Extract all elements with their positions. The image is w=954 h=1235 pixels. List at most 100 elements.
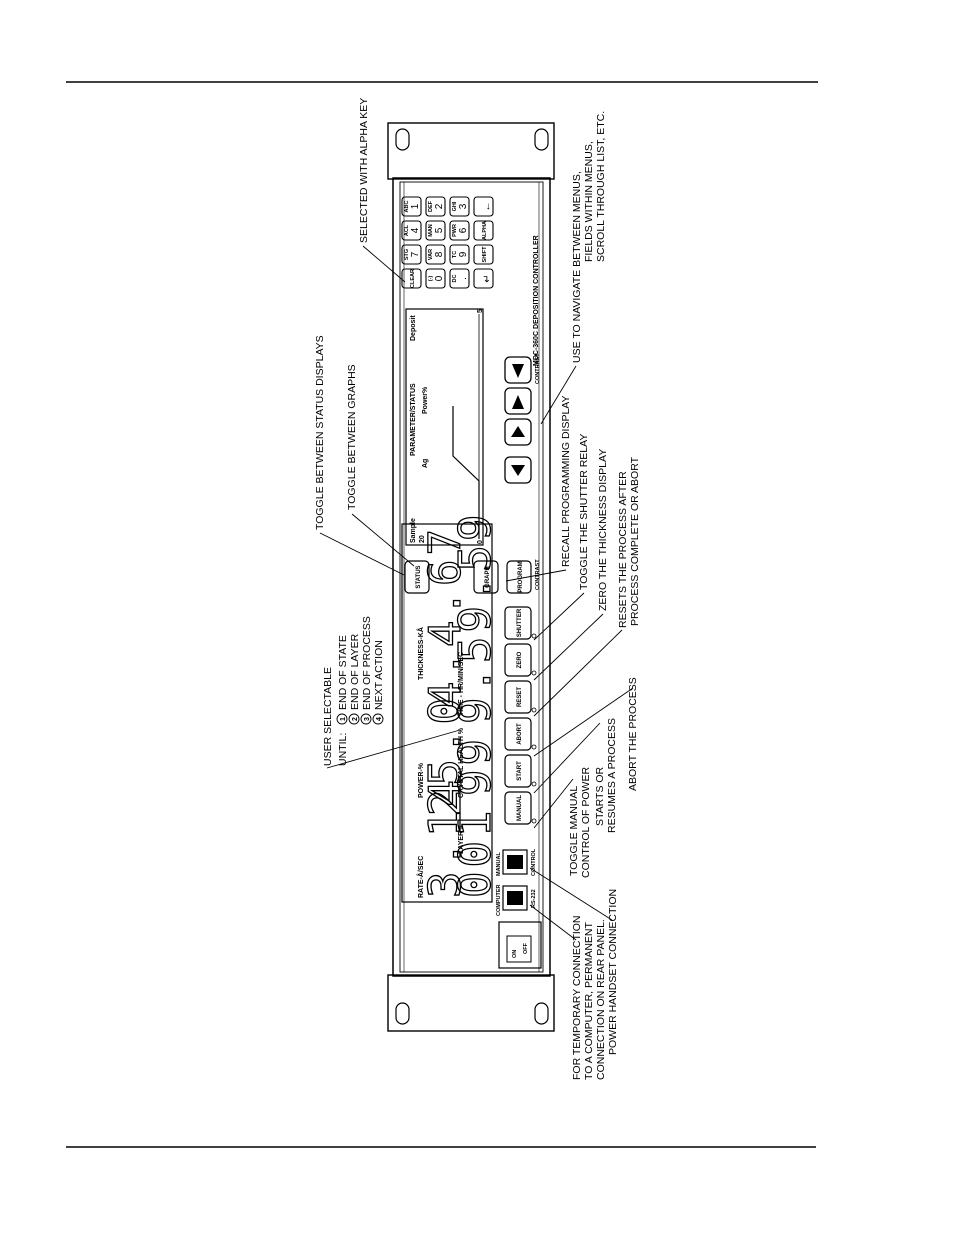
- anno-until: UNTIL:: [337, 733, 349, 766]
- anno-user-selectable-title: USER SELECTABLE: [322, 667, 334, 766]
- indicator-led: [531, 781, 537, 787]
- keypad-key[interactable]: ←: [473, 196, 494, 217]
- option-text: END OF LAYER: [349, 633, 361, 710]
- handset-port[interactable]: MANUAL CONTROL: [496, 848, 537, 876]
- lcd-power-label: Power%: [422, 386, 429, 414]
- keypad-key[interactable]: (-)0: [425, 268, 446, 289]
- keypad-key-alt-label: ABC: [404, 201, 410, 213]
- option-number-circle: [360, 713, 372, 725]
- control-button-shutter[interactable]: SHUTTER: [504, 606, 537, 640]
- crystal-value: 99: [450, 735, 501, 796]
- anno-navigate-3: SCROLL THROUGH LIST, ETC.: [595, 111, 607, 262]
- chassis: [392, 177, 551, 977]
- power-off-label: OFF: [523, 942, 529, 954]
- lcd-title: PARAMETER/STATUS: [410, 383, 417, 456]
- option-text: END OF STATE: [337, 635, 349, 710]
- keypad-key-label: .: [458, 277, 469, 280]
- option-text: NEXT ACTION: [373, 640, 385, 710]
- readout-window: [401, 523, 493, 903]
- keypad-key-alt-label: DC: [452, 275, 458, 283]
- anno-temporary-1: FOR TEMPORARY CONNECTION: [571, 915, 583, 1080]
- arrow-contrast-label: CONTRAST: [535, 353, 541, 384]
- anno-starts-2: RESUMES A PROCESS: [606, 718, 618, 833]
- arrow-key-down[interactable]: [504, 387, 532, 415]
- option-text: END OF PROCESS: [361, 616, 373, 710]
- keypad-key[interactable]: ↵: [473, 268, 494, 289]
- indicator-led: [531, 744, 537, 750]
- rate-label: RATE-Å/SEC: [416, 856, 425, 898]
- lcd-sample-label: Sample: [410, 518, 417, 543]
- program-label: PROGRAM: [518, 561, 524, 592]
- anno-toggle-manual-1: TOGGLE MANUAL: [568, 786, 580, 876]
- thickness-value: 4.4.67: [420, 525, 471, 708]
- control-button-abort[interactable]: ABORT: [504, 717, 537, 751]
- control-button-label: ABORT: [517, 723, 523, 745]
- power-switch[interactable]: ON OFF: [498, 921, 542, 969]
- option-number-circle: [336, 713, 348, 725]
- arrow-key-right[interactable]: [504, 418, 532, 446]
- anno-selected-alpha: SELECTED WITH ALPHA KEY: [358, 98, 370, 243]
- keypad-key[interactable]: DC.: [449, 268, 470, 289]
- keypad-key[interactable]: SHIFT: [473, 244, 494, 265]
- keypad-key-label: ALPHA: [482, 221, 488, 240]
- anno-toggle-graphs: TOGGLE BETWEEN GRAPHS: [346, 364, 358, 510]
- lcd-material: Ag: [422, 459, 429, 468]
- keypad-key-alt-label: VAR: [428, 249, 434, 260]
- time-value: 9.59.59: [450, 511, 501, 724]
- lcd-axis-start: 0: [477, 540, 484, 544]
- option-number-circle: [372, 713, 384, 725]
- keypad-key-alt-label: GHI: [452, 201, 458, 211]
- status-button[interactable]: STATUS: [404, 560, 430, 594]
- graph-button[interactable]: GRAPH: [473, 560, 499, 594]
- mount-slot: [534, 128, 549, 151]
- contrast-label: CONTRAST: [535, 559, 541, 590]
- layer-label: LAYER #: [458, 825, 465, 854]
- indicator-led: [531, 633, 537, 639]
- arrow-key-up[interactable]: [504, 356, 532, 384]
- control-button-zero[interactable]: ZERO: [504, 643, 537, 677]
- keypad-key-alt-label: (-): [428, 276, 434, 282]
- keypad-key-label: 1: [410, 203, 421, 209]
- crystal-label: CRYSTAL HEALTH %: [458, 727, 465, 798]
- lcd-sample-value: 20: [419, 535, 426, 543]
- program-button[interactable]: PROGRAM CONTRAST: [506, 559, 541, 594]
- control-button-start[interactable]: START: [504, 754, 537, 788]
- keypad-key-alt-label: MAN: [428, 224, 434, 237]
- control-button-manual[interactable]: MANUAL: [504, 791, 537, 825]
- power-on-label: ON: [512, 950, 518, 958]
- control-button-label: START: [517, 761, 523, 781]
- thickness-label: THICKNESS-KÅ: [416, 627, 425, 680]
- keypad-key[interactable]: ALPHA: [473, 220, 494, 241]
- anno-navigate-2: FIELDS WITHIN MENUS,: [583, 141, 595, 262]
- anno-abort-process: ABORT THE PROCESS: [627, 677, 639, 791]
- manual-port-label: MANUAL: [496, 852, 502, 876]
- control-button-reset[interactable]: RESET: [504, 680, 537, 714]
- annotations: SELECTED WITH ALPHA KEY TOGGLE BETWEEN S…: [314, 98, 641, 1080]
- keypad-key-label: ↵: [482, 274, 493, 282]
- keypad-key-label: 0: [434, 275, 445, 281]
- keypad-key-alt-label: ACL: [404, 224, 410, 236]
- time-label: TIME - HR/MIN/SEC: [458, 652, 465, 716]
- anno-toggle-manual-2: CONTROL OF POWER: [580, 767, 592, 878]
- keypad-key[interactable]: CLEAR: [401, 268, 422, 289]
- lcd-screen: PARAMETER/STATUS Sample 20 Ag Power% Dep…: [405, 308, 484, 546]
- layer-value: 001: [450, 807, 501, 898]
- arrow-key-left[interactable]: [504, 456, 532, 484]
- chassis-bezel: [399, 181, 544, 973]
- keypad-key-label: 8: [434, 251, 445, 257]
- indicator-led: [531, 818, 537, 824]
- rs232-port[interactable]: COMPUTER RS-232: [496, 885, 537, 917]
